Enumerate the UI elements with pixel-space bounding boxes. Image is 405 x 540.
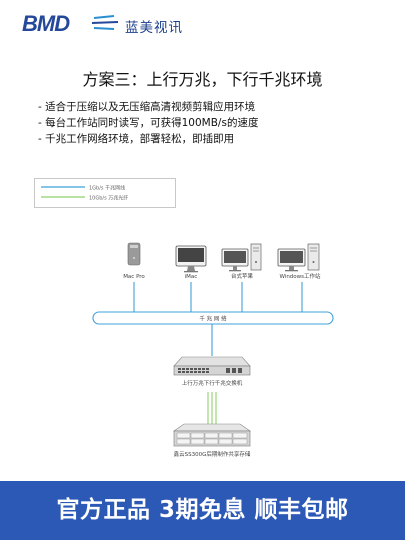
workstation-label-mac-pro: Mac Pro [123,274,145,280]
gigabit-network-bus [92,311,334,325]
imac-icon [175,245,207,273]
network-diagram: 千 兆 网 络 Mac Pro iMac 台式苹果 Windows工作站 [92,242,334,458]
page-title: 方案三：上行万兆，下行千兆环境 [82,70,323,89]
mac-pro-icon [127,242,141,266]
workstation-label-windows: Windows工作站 [279,272,321,280]
legend-fiber-label: 10Gb/s 万兆光纤 [89,195,128,202]
legend-gigabit-label: 1Gb/s 千兆网线 [89,185,125,192]
shared-storage-icon [173,423,251,447]
network-bus-label: 千 兆 网 络 [199,315,227,323]
switch-label: 上行万兆下行千兆交换机 [182,379,243,387]
feature-item: - 千兆工作网络环境，部署轻松，即插即用 [38,133,235,145]
legend: 1Gb/s 千兆网线 10Gb/s 万兆光纤 [34,178,176,208]
network-switch-icon [173,356,251,376]
logo-swoosh-icon [92,15,119,30]
workstation-label-desktop: 台式苹果 [231,272,254,280]
brand-logo-text: BMD [22,11,70,36]
workstation-label-imac: iMac [185,274,198,280]
promo-banner[interactable]: 官方正品 3期免息 顺丰包邮 [0,481,405,540]
feature-list: - 适合于压缩以及无压缩高清视频剪辑应用环境 - 每台工作站同时读写，可获得10… [38,99,258,147]
feature-item: - 每台工作站同时读写，可获得100MB/s的速度 [38,117,259,129]
feature-item: - 适合于压缩以及无压缩高清视频剪辑应用环境 [38,101,256,113]
brand-logo: BMD 蓝美视讯 [22,11,202,39]
windows-workstation-icon [277,243,320,272]
storage-label: 鑫云SS300G后期制作共享存储 [174,450,251,458]
desktop-computer-icon [221,243,262,272]
brand-name: 蓝美视讯 [125,20,183,36]
